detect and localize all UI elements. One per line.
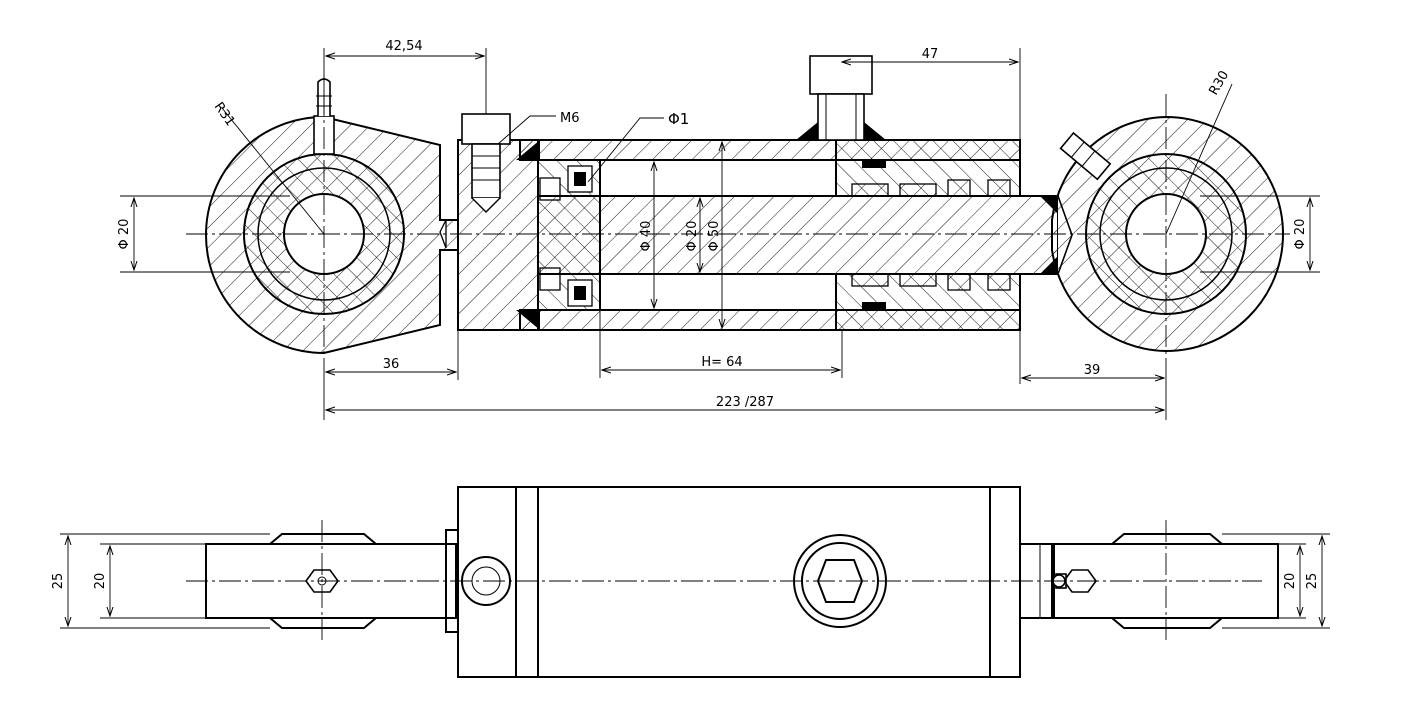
section-view: [186, 55, 1290, 374]
gland-seals: [851, 160, 1058, 310]
dimensions-side: 25 20 20 25: [51, 533, 1330, 629]
dim-47: 47: [922, 47, 939, 62]
dim-phi50: Φ 50: [707, 221, 722, 252]
dim-total: 223 /287: [716, 395, 774, 410]
dim-phi40: Φ 40: [639, 221, 654, 252]
barrel-side: [457, 486, 1021, 678]
dim-phi1: Φ1: [668, 110, 689, 128]
port-plug: [796, 55, 886, 141]
dim-phi20-rod: Φ 20: [685, 221, 700, 252]
right-grease-nipple: [1059, 131, 1112, 181]
dim-right-20: 20: [1283, 573, 1298, 590]
dim-left-20: 20: [93, 573, 108, 590]
dim-right-bore: Φ 20: [1293, 219, 1308, 250]
bleed-screw: [461, 113, 511, 213]
bottom-view: [186, 486, 1279, 678]
dim-right-25: 25: [1305, 573, 1320, 590]
dim-r30: R30: [1206, 68, 1232, 98]
dim-m6: M6: [560, 111, 580, 126]
dim-36: 36: [383, 357, 400, 372]
piston-rod: [537, 195, 1059, 275]
dim-r31: R31: [211, 100, 238, 130]
dim-left-bore: Φ 20: [117, 219, 132, 250]
dim-left-25: 25: [51, 573, 66, 590]
dim-stroke: H= 64: [701, 355, 742, 370]
dim-39: 39: [1084, 363, 1101, 378]
dim-42-54: 42,54: [385, 39, 422, 54]
